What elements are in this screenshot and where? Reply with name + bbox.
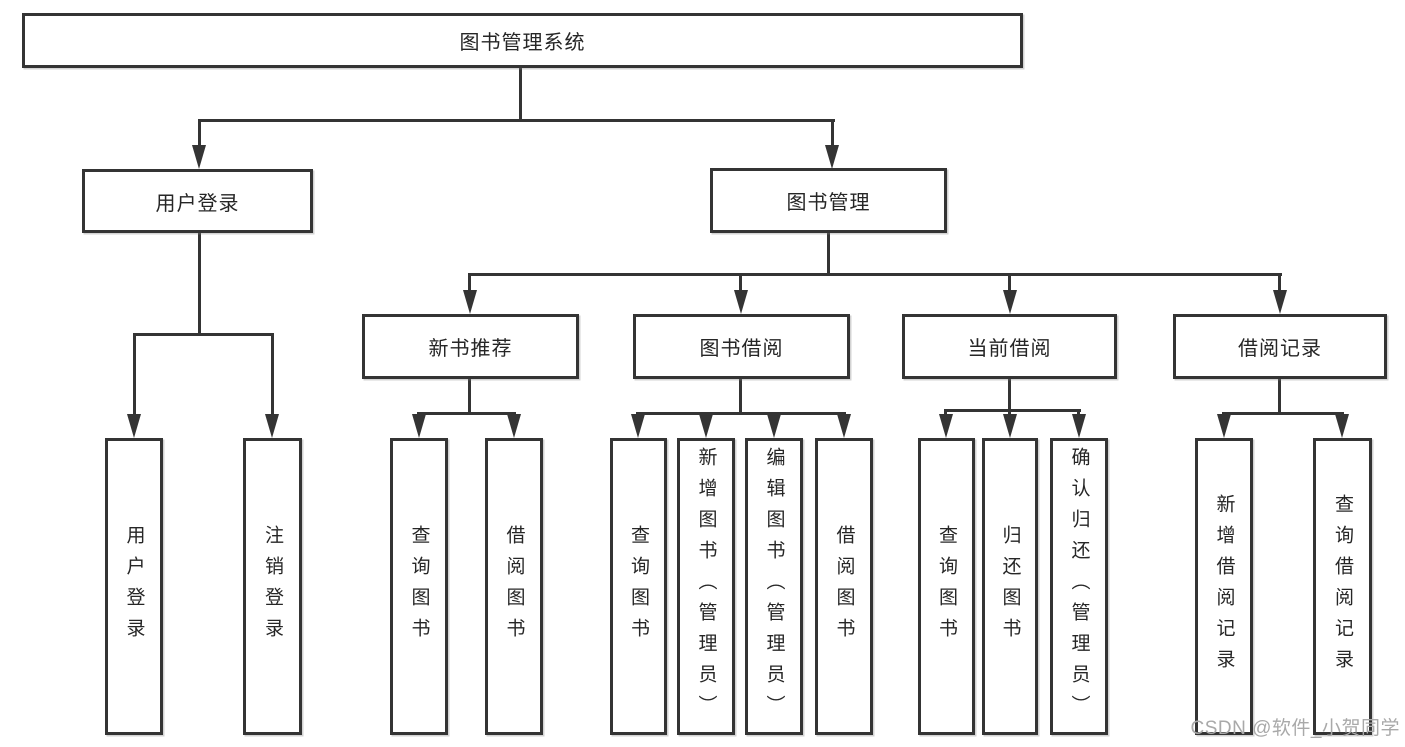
arrow-down-icon [1217, 414, 1231, 438]
arrow-down-icon [412, 414, 426, 438]
arrow-down-icon [463, 290, 477, 314]
connector-stub [1077, 409, 1080, 418]
node-label: 归还图书 [999, 524, 1021, 649]
leaf-query-borrow-record: 查询借阅记录 [1313, 438, 1372, 735]
connector-root-rail [198, 119, 835, 122]
node-label: 查询图书 [936, 524, 957, 649]
node-label: 借阅图书 [503, 524, 525, 649]
arrow-down-icon [837, 414, 851, 438]
connector-stub [468, 276, 471, 290]
node-label: 查询图书 [628, 524, 649, 649]
arrow-down-icon [1072, 414, 1086, 438]
arrow-down-icon [825, 145, 839, 169]
connector-root-stem [519, 68, 522, 122]
node-label: 用户登录 [123, 524, 145, 649]
node-label: 图书管理 [786, 192, 871, 214]
node-label: 编辑图书（管理员） [763, 447, 785, 726]
arrow-down-icon [192, 145, 206, 169]
leaf-user-login: 用户登录 [105, 438, 163, 735]
connector-user-login-stem [198, 233, 201, 336]
leaf-add-books-admin: 新增图书（管理员） [677, 438, 735, 735]
node-label: 图书借阅 [699, 338, 784, 360]
leaf-logout: 注销登录 [243, 438, 302, 735]
leaf-edit-books-admin: 编辑图书（管理员） [745, 438, 803, 735]
connector-records-rail [1222, 412, 1344, 415]
connector-stub [739, 276, 742, 290]
connector-stub [198, 122, 201, 145]
arrow-down-icon [699, 414, 713, 438]
connector-stub [1008, 276, 1011, 290]
connector-stub [133, 336, 136, 414]
arrow-down-icon [1335, 414, 1349, 438]
node-book-management: 图书管理 [710, 168, 947, 233]
leaf-confirm-return-admin: 确认归还（管理员） [1050, 438, 1108, 735]
node-label: 确认归还（管理员） [1068, 447, 1090, 726]
connector-recommend-stem [468, 379, 471, 415]
leaf-query-books-recommend: 查询图书 [390, 438, 448, 735]
node-book-borrow: 图书借阅 [633, 314, 850, 379]
arrow-down-icon [939, 414, 953, 438]
node-label: 注销登录 [262, 524, 283, 649]
connector-stub [1008, 409, 1011, 418]
connector-current-rail [944, 409, 1081, 412]
node-current-borrow: 当前借阅 [902, 314, 1117, 379]
leaf-borrow-books: 借阅图书 [815, 438, 873, 735]
leaf-add-borrow-record: 新增借阅记录 [1195, 438, 1253, 735]
arrow-down-icon [631, 414, 645, 438]
node-label: 查询图书 [408, 524, 430, 649]
leaf-query-books-borrow: 查询图书 [610, 438, 667, 735]
arrow-down-icon [127, 414, 141, 438]
connector-user-login-rail [133, 333, 274, 336]
node-label: 借阅记录 [1238, 338, 1322, 360]
watermark: CSDN @软件_小贺同学 [1190, 718, 1400, 739]
connector-book-mgmt-stem [827, 233, 830, 276]
connector-borrow-rail [636, 412, 846, 415]
node-label: 借阅图书 [833, 524, 855, 649]
arrow-down-icon [1003, 414, 1017, 438]
arrow-down-icon [507, 414, 521, 438]
node-label: 图书管理系统 [459, 32, 586, 54]
node-label: 用户登录 [155, 192, 240, 215]
arrow-down-icon [265, 414, 279, 438]
node-label: 查询借阅记录 [1332, 493, 1353, 680]
connector-borrow-stem [739, 379, 742, 415]
arrow-down-icon [1003, 290, 1017, 314]
arrow-down-icon [767, 414, 781, 438]
arrow-down-icon [1273, 290, 1287, 314]
node-label: 新增借阅记录 [1213, 493, 1235, 680]
node-new-book-recommend: 新书推荐 [362, 314, 579, 379]
leaf-borrow-books-recommend: 借阅图书 [485, 438, 543, 735]
node-label: 新增图书（管理员） [695, 447, 717, 726]
connector-stub [271, 336, 274, 414]
node-label: 当前借阅 [967, 338, 1052, 360]
leaf-return-books: 归还图书 [982, 438, 1038, 735]
arrow-down-icon [734, 290, 748, 314]
connector-stub [944, 409, 947, 418]
connector-recommend-rail [417, 412, 516, 415]
node-borrow-records: 借阅记录 [1173, 314, 1387, 379]
connector-stub [1278, 276, 1281, 290]
node-user-login: 用户登录 [82, 169, 313, 233]
leaf-query-books-current: 查询图书 [918, 438, 975, 735]
connector-book-mgmt-rail [468, 273, 1282, 276]
connector-stub [831, 122, 834, 145]
connector-current-stem [1008, 379, 1011, 412]
connector-records-stem [1278, 379, 1281, 415]
node-label: 新书推荐 [428, 338, 513, 360]
node-root: 图书管理系统 [22, 13, 1023, 68]
